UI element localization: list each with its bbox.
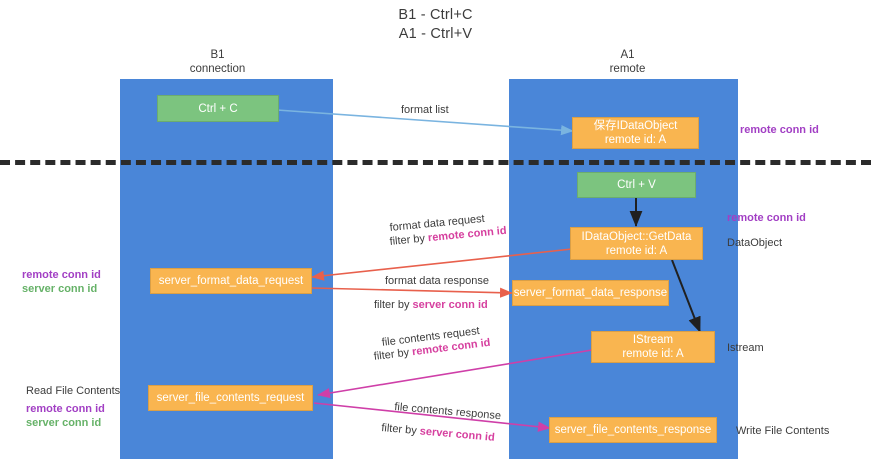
node-server-file-contents-response[interactable]: server_file_contents_response xyxy=(549,417,717,443)
lane-header-a1-subtitle: remote xyxy=(609,63,646,75)
lane-header-a1-name: A1 xyxy=(620,49,635,61)
title-line-2: A1 - Ctrl+V xyxy=(398,26,473,42)
node-save-idataobject-label: 保存IDataObject xyxy=(593,120,678,132)
annotation-istream: Istream xyxy=(727,342,764,354)
phase-separator xyxy=(0,160,871,165)
node-save-idataobject[interactable]: 保存IDataObject remote id: A xyxy=(572,117,699,149)
node-istream-remote-id: remote id: A xyxy=(622,348,684,360)
annotation-left-server-conn-id-2: server conn id xyxy=(26,417,102,429)
annotation-read-file-contents: Read File Contents xyxy=(26,385,121,397)
annotation-left-remote-conn-id-2: remote conn id xyxy=(26,403,105,415)
edge-label-file-contents-response-filter: filter by server conn id xyxy=(381,421,496,445)
node-server-format-data-response-label: server_format_data_response xyxy=(513,287,668,299)
filter-prefix-4: filter by xyxy=(380,421,418,438)
node-idataobject-getdata-label: IDataObject::GetData xyxy=(581,230,692,243)
node-idataobject-getdata-remote-id: remote id: A xyxy=(605,244,668,257)
lane-header-b1: B1 connection xyxy=(155,48,280,76)
edge-label-format-data-response: format data response xyxy=(385,275,489,287)
filter-prefix-3: filter by xyxy=(373,346,410,363)
filter-prefix-1: filter by xyxy=(389,232,426,248)
node-server-file-contents-response-label: server_file_contents_response xyxy=(554,424,712,436)
node-ctrl-v[interactable]: Ctrl + V xyxy=(577,172,696,198)
edge-label-format-list: format list xyxy=(401,104,449,116)
edge-label-format-data-response-filter: filter by server conn id xyxy=(374,298,488,312)
edge-format-data-response xyxy=(311,287,513,298)
lane-header-b1-name: B1 xyxy=(210,49,225,61)
filter-key-server-conn-id-1: server conn id xyxy=(412,299,488,311)
node-server-format-data-request-label: server_format_data_request xyxy=(158,275,304,287)
node-server-file-contents-request-label: server_file_contents_request xyxy=(156,392,305,404)
node-ctrl-c-label: Ctrl + C xyxy=(198,102,238,115)
node-istream[interactable]: IStream remote id: A xyxy=(591,331,715,363)
filter-key-server-conn-id-2: server conn id xyxy=(419,425,496,444)
title-line-1: B1 - Ctrl+C xyxy=(398,7,473,23)
node-save-idataobject-remote-id: remote id: A xyxy=(604,134,667,146)
node-server-format-data-request[interactable]: server_format_data_request xyxy=(150,268,312,294)
node-server-format-data-response[interactable]: server_format_data_response xyxy=(512,280,669,306)
edge-label-file-contents-response: file contents response xyxy=(393,400,502,423)
diagram-title: B1 - Ctrl+C A1 - Ctrl+V xyxy=(0,6,871,44)
node-server-file-contents-request[interactable]: server_file_contents_request xyxy=(148,385,313,411)
annotation-dataobject: DataObject xyxy=(727,237,783,249)
lane-header-b1-subtitle: connection xyxy=(189,63,246,75)
annotation-write-file-contents: Write File Contents xyxy=(736,425,830,437)
annotation-left-remote-conn-id-1: remote conn id xyxy=(22,269,101,281)
lane-header-a1: A1 remote xyxy=(565,48,690,76)
node-ctrl-v-label: Ctrl + V xyxy=(617,179,656,191)
node-idataobject-getdata[interactable]: IDataObject::GetData remote id: A xyxy=(570,227,703,260)
annotation-remote-conn-id-mid: remote conn id xyxy=(727,212,806,224)
annotation-left-server-conn-id-1: server conn id xyxy=(22,283,98,295)
filter-prefix-2: filter by xyxy=(374,299,410,311)
node-ctrl-c[interactable]: Ctrl + C xyxy=(157,95,279,122)
node-istream-label: IStream xyxy=(632,334,674,346)
annotation-remote-conn-id-top: remote conn id xyxy=(740,124,819,136)
